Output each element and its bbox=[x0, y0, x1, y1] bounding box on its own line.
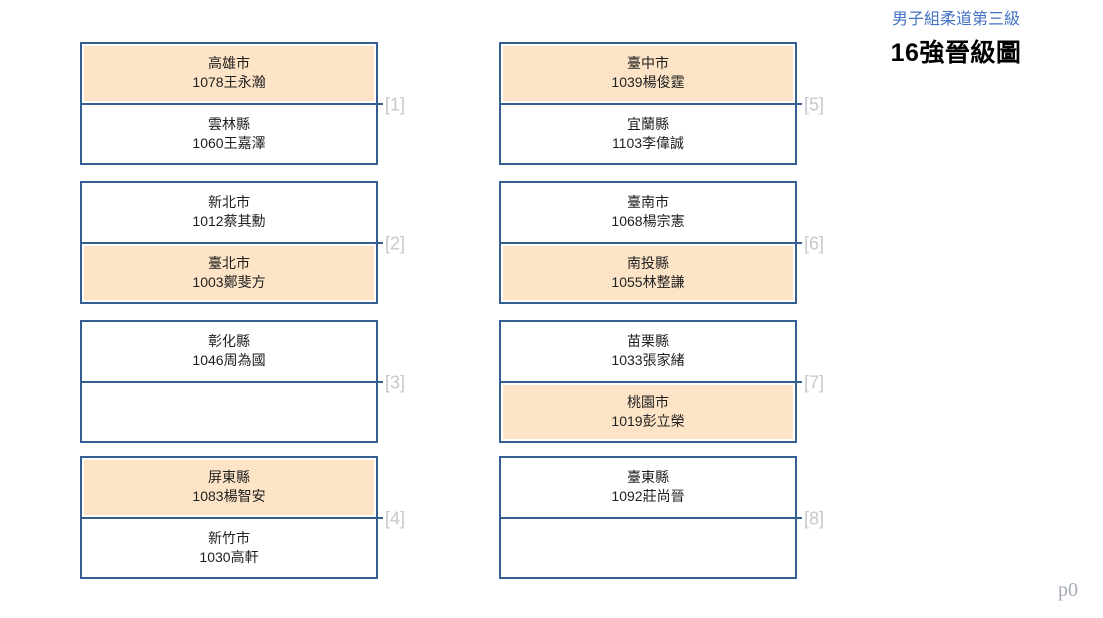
match-8-top-entry: 臺東縣 1092莊尚晉 bbox=[503, 460, 793, 515]
competitor-name: 1012蔡其勳 bbox=[192, 213, 266, 230]
match-8-slot-top: 臺東縣 1092莊尚晉 bbox=[501, 458, 795, 517]
competitor-name: 1103李偉誠 bbox=[611, 134, 685, 151]
match-3: 彰化縣 1046周為國 [3] bbox=[80, 320, 405, 443]
competitor-name: 1019彭立榮 bbox=[611, 412, 685, 429]
competitor-name: 1078王永瀚 bbox=[192, 74, 266, 91]
match-number-label: [6] bbox=[804, 232, 825, 253]
region-name: 高雄市 bbox=[208, 55, 250, 72]
competitor-name: 1033張家緒 bbox=[611, 352, 685, 369]
match-4-bottom-entry: 新竹市 1030高軒 bbox=[84, 521, 374, 576]
competitor-name: 1039楊俊霆 bbox=[611, 74, 685, 91]
match-number-label: [7] bbox=[804, 371, 825, 392]
match-3-slot-top: 彰化縣 1046周為國 bbox=[82, 322, 376, 381]
match-3-bottom-entry bbox=[84, 385, 374, 440]
region-name: 臺中市 bbox=[627, 55, 669, 72]
match-6-bottom-entry: 南投縣 1055林整謙 bbox=[503, 245, 793, 300]
match-1: 高雄市 1078王永瀚 雲林縣 1060王嘉澤 [1] bbox=[80, 42, 405, 165]
match-2-slot-top: 新北市 1012蔡其勳 bbox=[82, 183, 376, 242]
match-1-bottom-entry: 雲林縣 1060王嘉澤 bbox=[84, 107, 374, 162]
competitor-name: 1055林整謙 bbox=[611, 273, 685, 290]
match-number-label: [2] bbox=[385, 232, 406, 253]
match-4-slot-top: 屏東縣 1083楊智安 bbox=[82, 458, 376, 517]
match-2: 新北市 1012蔡其勳 臺北市 1003鄭斐方 [2] bbox=[80, 181, 405, 304]
competitor-name: 1046周為國 bbox=[192, 352, 266, 369]
match-6-slot-bottom: 南投縣 1055林整謙 bbox=[501, 241, 795, 303]
match-4: 屏東縣 1083楊智安 新竹市 1030高軒 [4] bbox=[80, 456, 405, 579]
match-5-top-entry: 臺中市 1039楊俊霆 bbox=[503, 46, 793, 101]
match-7-slot-top: 苗栗縣 1033張家緒 bbox=[501, 322, 795, 381]
match-8: 臺東縣 1092莊尚晉 [8] bbox=[499, 456, 824, 579]
match-1-top-entry: 高雄市 1078王永瀚 bbox=[84, 46, 374, 101]
match-4-slot-bottom: 新竹市 1030高軒 bbox=[82, 516, 376, 578]
match-number-label: [5] bbox=[804, 93, 825, 114]
match-8-bottom-entry bbox=[503, 521, 793, 576]
competitor-name: 1083楊智安 bbox=[192, 488, 266, 505]
region-name: 桃園市 bbox=[627, 393, 669, 410]
region-name: 臺東縣 bbox=[627, 469, 669, 486]
region-name: 新北市 bbox=[208, 194, 250, 211]
match-6: 臺南市 1068楊宗憲 南投縣 1055林整謙 [6] bbox=[499, 181, 824, 304]
region-name: 苗栗縣 bbox=[627, 333, 669, 350]
match-7-top-entry: 苗栗縣 1033張家緒 bbox=[503, 324, 793, 379]
match-7: 苗栗縣 1033張家緒 桃園市 1019彭立榮 [7] bbox=[499, 320, 824, 443]
match-3-top-entry: 彰化縣 1046周為國 bbox=[84, 324, 374, 379]
match-5: 臺中市 1039楊俊霆 宜蘭縣 1103李偉誠 [5] bbox=[499, 42, 824, 165]
match-number-label: [3] bbox=[385, 371, 406, 392]
region-name: 新竹市 bbox=[208, 529, 250, 546]
competitor-name: 1068楊宗憲 bbox=[611, 213, 685, 230]
match-5-slot-top: 臺中市 1039楊俊霆 bbox=[501, 44, 795, 103]
region-name: 雲林縣 bbox=[208, 115, 250, 132]
match-2-top-entry: 新北市 1012蔡其勳 bbox=[84, 185, 374, 240]
match-2-bottom-entry: 臺北市 1003鄭斐方 bbox=[84, 245, 374, 300]
match-5-bottom-entry: 宜蘭縣 1103李偉誠 bbox=[503, 107, 793, 162]
region-name: 屏東縣 bbox=[208, 469, 250, 486]
match-4-top-entry: 屏東縣 1083楊智安 bbox=[84, 460, 374, 515]
competitor-name: 1092莊尚晉 bbox=[611, 488, 685, 505]
region-name: 臺北市 bbox=[208, 254, 250, 271]
match-number-label: [8] bbox=[804, 507, 825, 528]
page-title: 16強晉級圖 bbox=[890, 39, 1022, 67]
match-7-bottom-entry: 桃園市 1019彭立榮 bbox=[503, 384, 793, 439]
region-name: 彰化縣 bbox=[208, 333, 250, 350]
page-marker: p0 bbox=[1058, 579, 1078, 601]
match-8-slot-bottom bbox=[501, 516, 795, 578]
match-number-label: [1] bbox=[385, 93, 406, 114]
competitor-name: 1060王嘉澤 bbox=[192, 134, 266, 151]
division-subtitle: 男子組柔道第三級 bbox=[891, 11, 1020, 28]
match-1-slot-top: 高雄市 1078王永瀚 bbox=[82, 44, 376, 103]
match-6-top-entry: 臺南市 1068楊宗憲 bbox=[503, 185, 793, 240]
competitor-name: 1030高軒 bbox=[199, 548, 259, 565]
match-3-slot-bottom bbox=[82, 380, 376, 442]
match-2-slot-bottom: 臺北市 1003鄭斐方 bbox=[82, 241, 376, 303]
match-number-label: [4] bbox=[385, 507, 406, 528]
competitor-name: 1003鄭斐方 bbox=[192, 273, 266, 290]
region-name: 宜蘭縣 bbox=[627, 115, 669, 132]
region-name: 南投縣 bbox=[627, 254, 669, 271]
match-1-slot-bottom: 雲林縣 1060王嘉澤 bbox=[82, 102, 376, 164]
match-5-slot-bottom: 宜蘭縣 1103李偉誠 bbox=[501, 102, 795, 164]
region-name: 臺南市 bbox=[627, 194, 669, 211]
header: 男子組柔道第三級 16強晉級圖 bbox=[851, 10, 1061, 68]
match-7-slot-bottom: 桃園市 1019彭立榮 bbox=[501, 380, 795, 442]
match-6-slot-top: 臺南市 1068楊宗憲 bbox=[501, 183, 795, 242]
